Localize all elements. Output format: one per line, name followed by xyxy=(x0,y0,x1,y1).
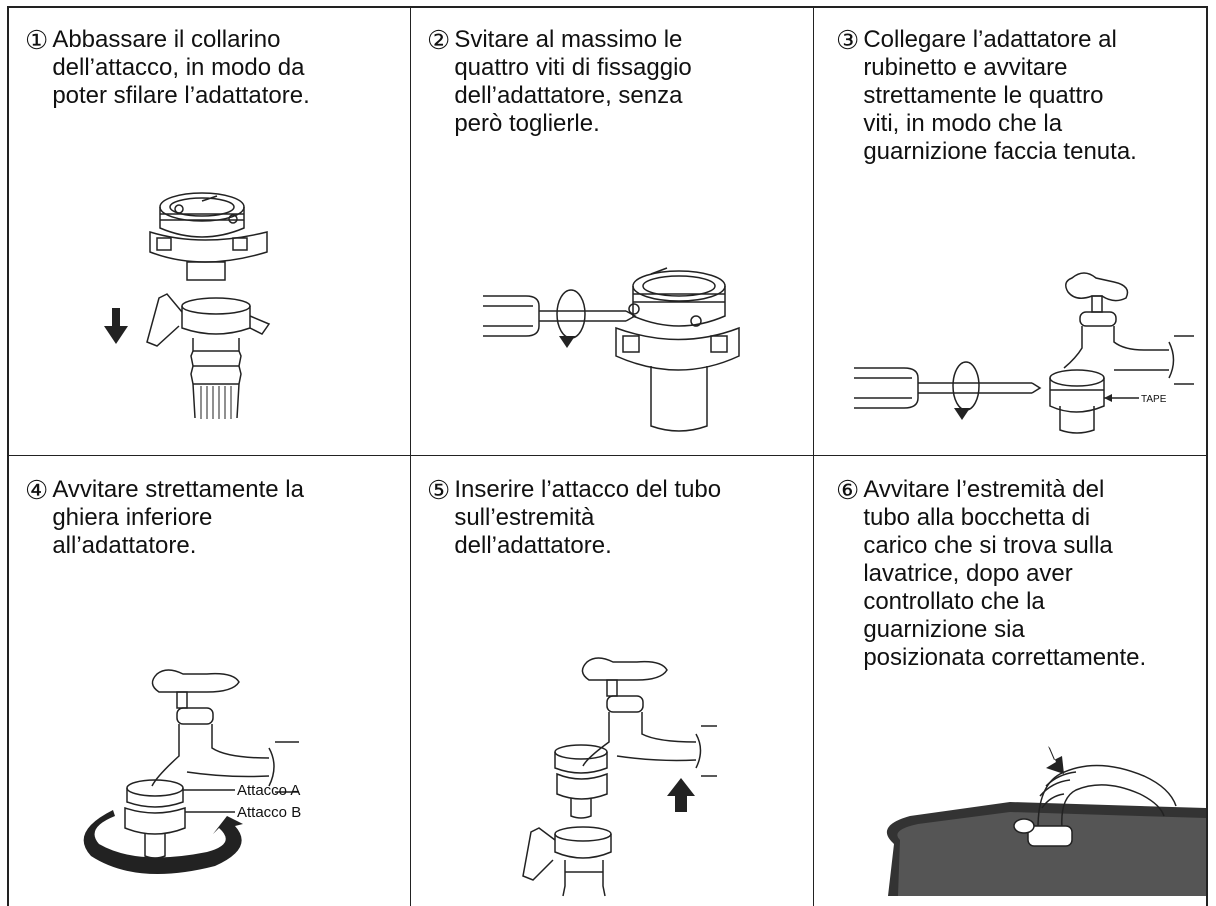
pointer-arrow-icon xyxy=(1104,394,1112,402)
step-2-illustration xyxy=(483,267,740,432)
border-top xyxy=(7,6,1208,8)
rotate-arrow-icon xyxy=(954,408,970,420)
tape-label: TAPE xyxy=(1141,394,1167,405)
step-2-instruction: ② Svitare al massimo le quattro viti di … xyxy=(427,26,692,138)
border-left xyxy=(7,6,9,906)
step-4-instruction: ④ Avvitare strettamente la ghiera inferi… xyxy=(25,476,304,560)
border-right xyxy=(1206,6,1208,906)
step-2-cell: ② Svitare al massimo le quattro viti di … xyxy=(411,6,813,455)
step-1-instruction: ① Abbassare il collarino dell’attacco, i… xyxy=(25,26,310,110)
step-6-number: ⑥ xyxy=(836,475,860,505)
step-5-text: Inserire l’attacco del tubo sull’estremi… xyxy=(454,476,722,559)
step-4-number: ④ xyxy=(25,475,49,505)
step-4-text: Avvitare strettamente la ghiera inferior… xyxy=(52,476,304,559)
step-5-number: ⑤ xyxy=(427,475,451,505)
step-2-text: Svitare al massimo le quattro viti di fi… xyxy=(454,26,692,137)
step-6-illustration xyxy=(886,746,1206,896)
step-1-number: ① xyxy=(25,25,49,55)
step-3-illustration: TAPE xyxy=(854,272,1194,434)
attacco-a-label: Attacco A xyxy=(237,782,300,799)
step-1-illustration xyxy=(104,192,271,419)
step-1-cell: ① Abbassare il collarino dell’attacco, i… xyxy=(7,6,410,455)
step-5-cell: ⑤ Inserire l’attacco del tubo sull’estre… xyxy=(411,456,813,906)
arrow-down-icon xyxy=(104,308,128,344)
step-3-instruction: ③ Collegare l’adattatore al rubinetto e … xyxy=(836,26,1137,166)
rotate-arrow-icon xyxy=(83,810,244,874)
step-3-number: ③ xyxy=(836,25,860,55)
arrow-up-icon xyxy=(667,778,695,812)
divider-row xyxy=(7,455,1208,456)
step-2-number: ② xyxy=(427,25,451,55)
step-3-cell: ③ Collegare l’adattatore al rubinetto e … xyxy=(814,6,1206,455)
step-4-cell: ④ Avvitare strettamente la ghiera inferi… xyxy=(7,456,410,906)
attacco-b-label: Attacco B xyxy=(237,804,301,821)
step-6-text: Avvitare l’estremità del tubo alla bocch… xyxy=(863,476,1147,671)
step-6-cell: ⑥ Avvitare l’estremità del tubo alla boc… xyxy=(814,456,1206,906)
rotate-arrow-icon xyxy=(559,336,575,348)
step-1-text: Abbassare il collarino dell’attacco, in … xyxy=(52,26,310,109)
divider-col-1 xyxy=(410,6,411,906)
step-3-text: Collegare l’adattatore al rubinetto e av… xyxy=(863,26,1137,165)
arrow-down-icon xyxy=(1046,746,1064,774)
step-6-instruction: ⑥ Avvitare l’estremità del tubo alla boc… xyxy=(836,476,1146,672)
step-5-instruction: ⑤ Inserire l’attacco del tubo sull’estre… xyxy=(427,476,721,560)
step-4-illustration: Attacco A Attacco B xyxy=(83,669,301,874)
divider-col-2 xyxy=(813,6,814,906)
step-5-illustration xyxy=(522,657,717,897)
instruction-grid: ① Abbassare il collarino dell’attacco, i… xyxy=(7,6,1208,906)
